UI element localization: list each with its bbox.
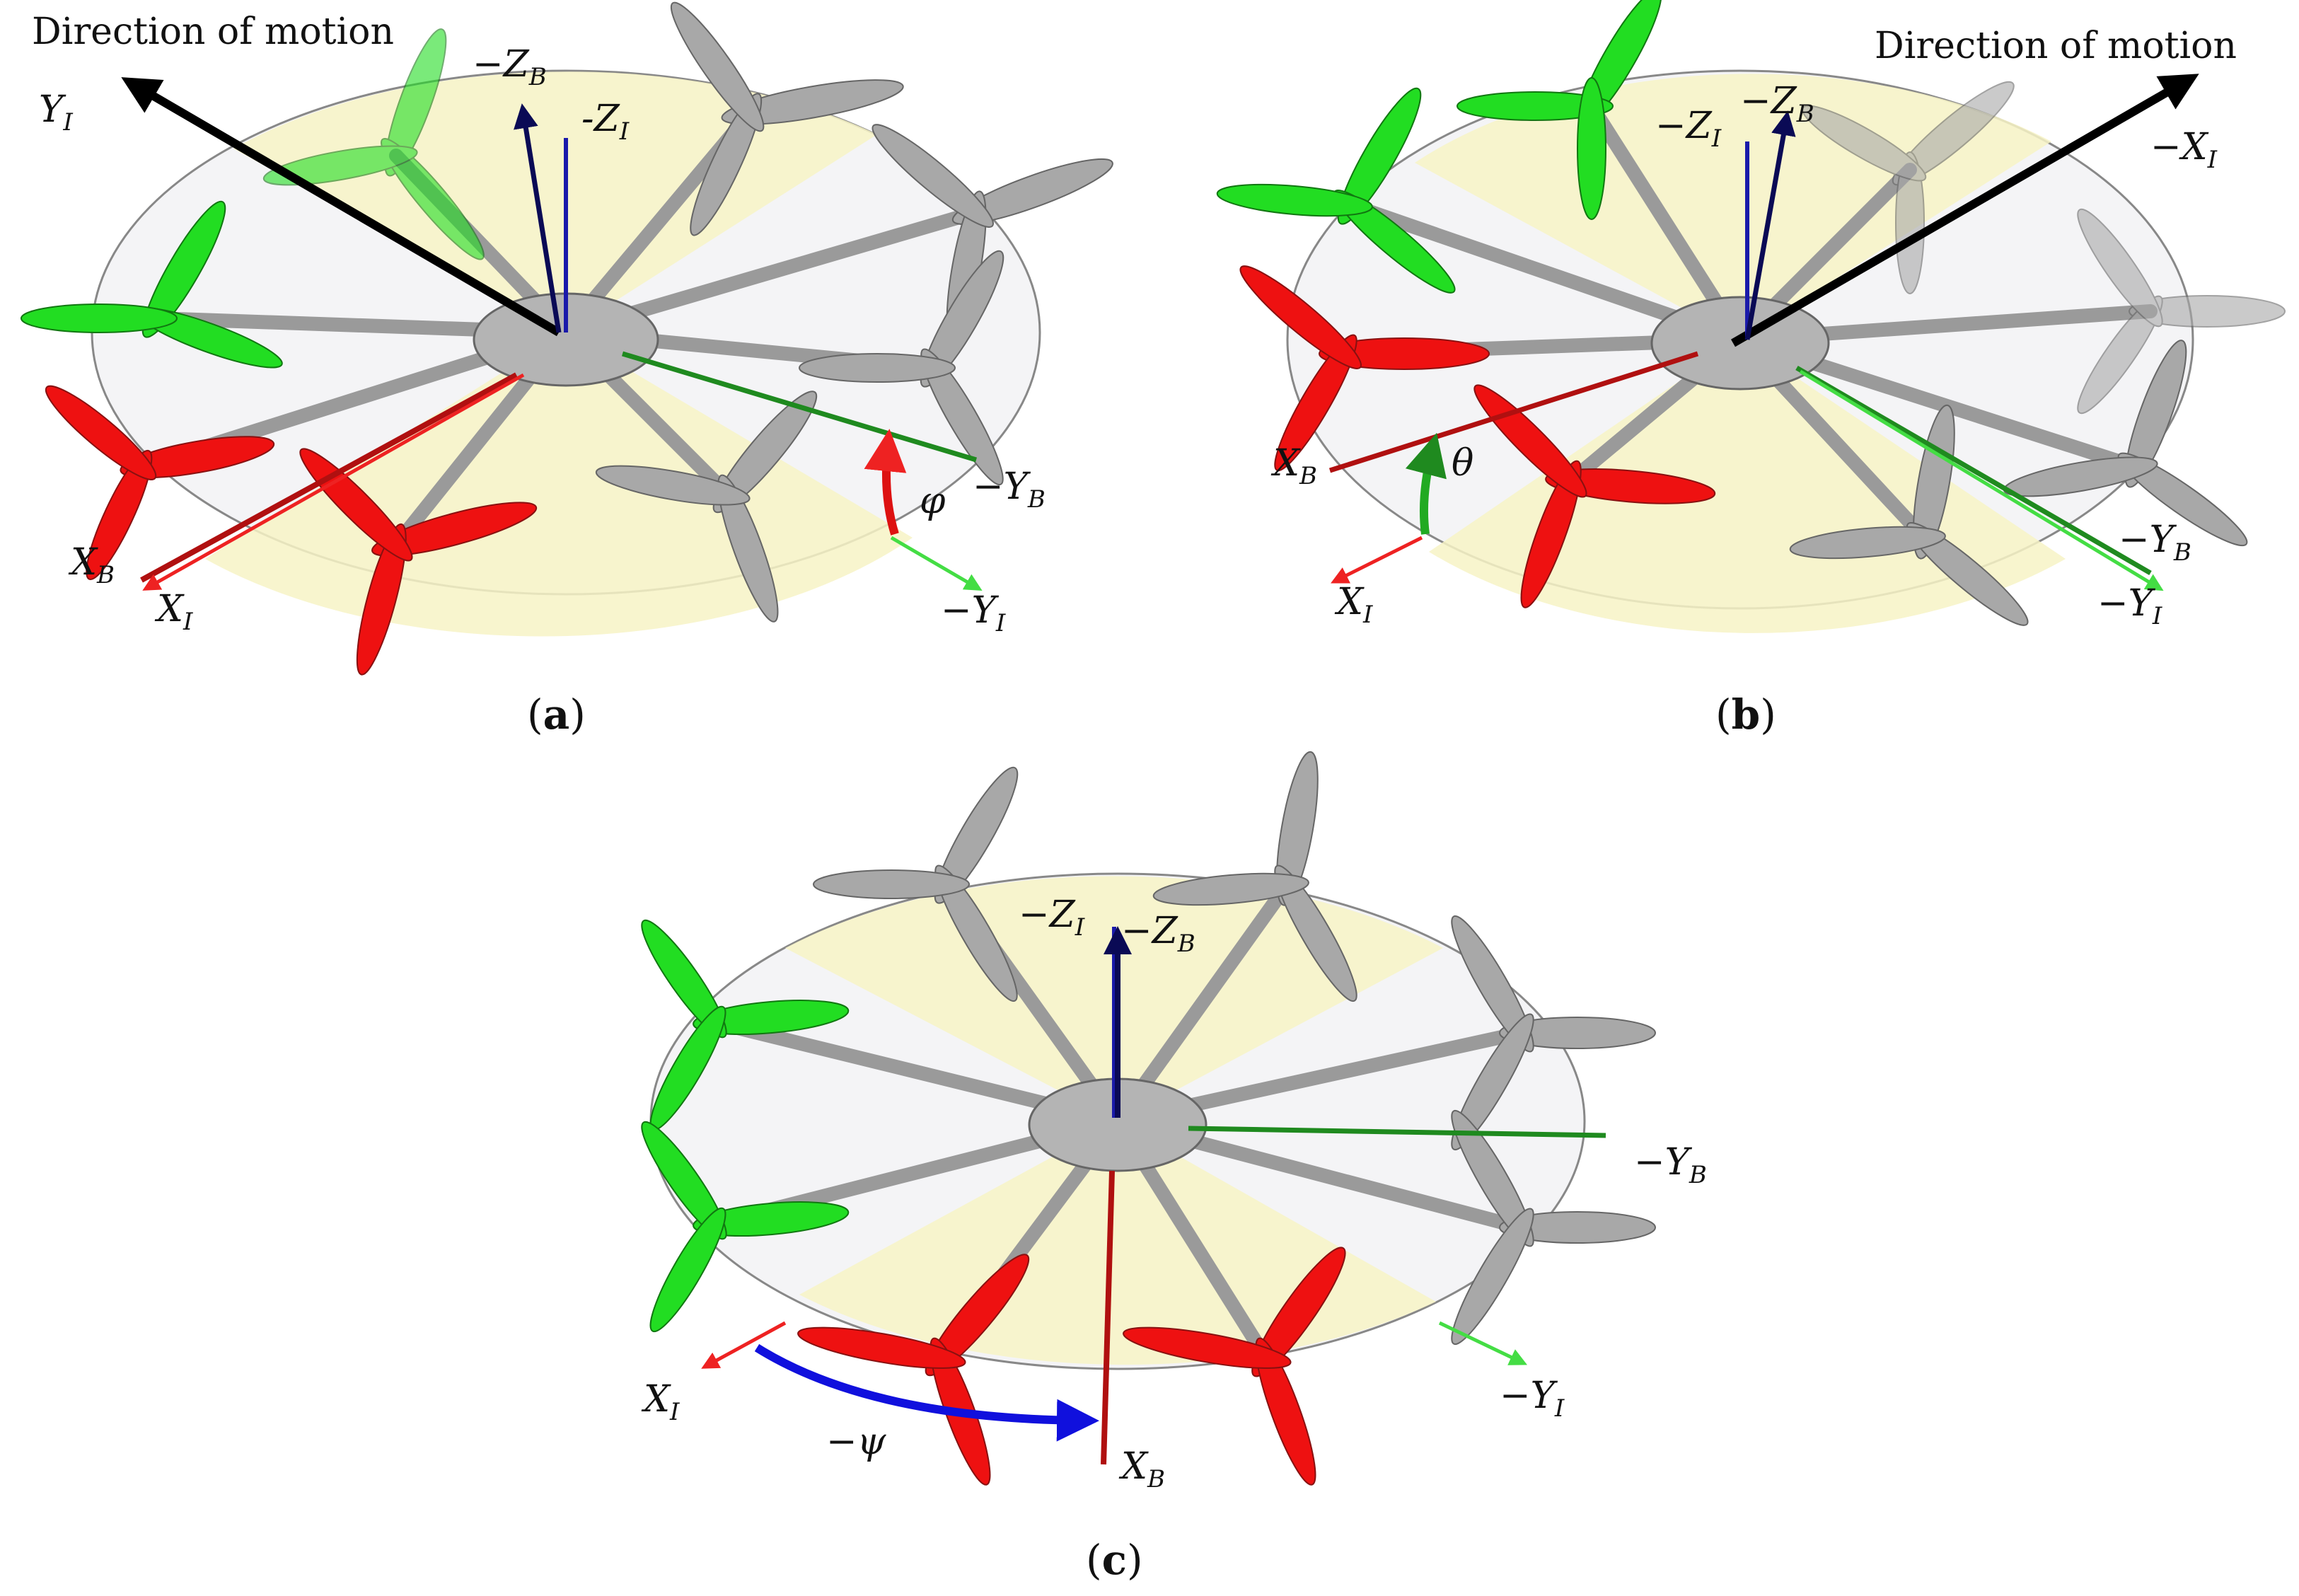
- label-xi-b: XI: [1334, 581, 1373, 629]
- green-rotors: [641, 919, 850, 1333]
- rotor-icon: [799, 250, 1004, 486]
- panel-c: −ZI −ZB −YB XI −YI −ψ XB (c): [641, 751, 1707, 1584]
- label-neg-zb-b: −ZB: [1740, 80, 1814, 128]
- disk-sector-bottom: [1429, 340, 2066, 633]
- label-neg-yi-a: −YI: [941, 589, 1006, 637]
- label-neg-yb-c: −YB: [1634, 1141, 1707, 1189]
- green-rotors: [1216, 0, 1662, 294]
- grey-rotors: [595, 1, 1113, 623]
- rotor-icon: [1152, 751, 1357, 1002]
- axis-neg-zb: [514, 103, 562, 333]
- axis-neg-yb: [1188, 1126, 1606, 1138]
- rotor-icon: [1451, 1109, 1656, 1346]
- axis-xi: [701, 1321, 787, 1369]
- label-neg-zb-a: −ZB: [473, 43, 547, 91]
- axis-neg-yi: [890, 536, 983, 591]
- label-neg-yi-b: −YI: [2097, 582, 2162, 630]
- direction-label-b: Direction of motion: [1875, 25, 2237, 67]
- theta-arc: [1405, 432, 1447, 535]
- axis-neg-yb: [1795, 365, 2152, 576]
- grey-rotors: [1789, 81, 2286, 626]
- label-neg-zi-b: −ZI: [1655, 105, 1722, 153]
- axis-xi: [142, 373, 525, 591]
- rotor-icon: [641, 1121, 850, 1333]
- label-xb-c: XB: [1118, 1445, 1165, 1493]
- label-neg-zi-c: −ZI: [1019, 894, 1085, 942]
- motion-arrow: [121, 77, 562, 337]
- label-neg-yi-c: −YI: [1500, 1375, 1565, 1423]
- rotor-icon: [2003, 340, 2248, 547]
- label-angle-theta: θ: [1452, 442, 1473, 485]
- label-neg-zi-a: -ZI: [581, 98, 630, 146]
- red-rotors: [1239, 265, 1716, 608]
- rotor-icon: [1789, 404, 2029, 626]
- label-xb-a: XB: [68, 541, 115, 589]
- label-xi-c: XI: [641, 1378, 680, 1426]
- label-neg-yb-b: −YB: [2119, 519, 2191, 567]
- caption-b: (b): [1715, 690, 1776, 739]
- label-xb-b: XB: [1270, 442, 1317, 490]
- disk-sector-top: [1415, 74, 2051, 340]
- label-xi-a: XI: [154, 588, 193, 636]
- red-rotors: [45, 385, 538, 676]
- caption-a: (a): [527, 690, 586, 739]
- axis-neg-yi: [1799, 369, 2164, 591]
- psi-arc: [754, 1343, 1099, 1442]
- label-angle-phi: φ: [920, 480, 946, 522]
- red-rotors: [797, 1247, 1346, 1486]
- label-neg-yb-a: −YB: [973, 466, 1046, 514]
- grey-rotors: [813, 751, 1656, 1346]
- axis-xb: [1101, 1170, 1115, 1465]
- axis-neg-zb: [1744, 110, 1796, 340]
- axis-neg-yi: [1438, 1321, 1528, 1365]
- direction-label-a: Direction of motion: [32, 11, 394, 53]
- rotor-icon: [813, 766, 1019, 1002]
- label-neg-xi-b: −XI: [2150, 126, 2218, 174]
- rotor-icon: [1239, 265, 1490, 472]
- rotor-icon: [21, 200, 283, 369]
- phi-arc: [864, 429, 907, 536]
- rotor-icon: [1123, 1247, 1346, 1486]
- label-angle-psi: −ψ: [826, 1421, 887, 1463]
- rotor-icon: [1801, 81, 2015, 294]
- panel-a: Direction of motion YI −ZB -ZI XB XI φ −…: [21, 1, 1113, 739]
- panel-b: Direction of motion −ZI −ZB −XI XB θ XI …: [1216, 0, 2286, 739]
- rotor-icon: [670, 1, 904, 236]
- caption-c: (c): [1086, 1536, 1143, 1584]
- green-rotors: [21, 28, 485, 369]
- rotor-icon: [1451, 915, 1656, 1151]
- axis-xb: [140, 372, 518, 583]
- label-yi-a: YI: [39, 88, 73, 137]
- axis-xb: [1328, 351, 1699, 473]
- axis-neg-yb: [621, 351, 978, 463]
- disk-sector-bottom: [799, 1121, 1436, 1365]
- rotor-icon: [262, 28, 485, 260]
- rotor-icon: [595, 391, 818, 623]
- label-neg-zb-c: −ZB: [1121, 910, 1195, 958]
- rotor-icon: [641, 919, 850, 1131]
- rotor-icon: [797, 1254, 1030, 1486]
- axis-xi: [1331, 536, 1423, 584]
- motion-arrow: [1730, 74, 2199, 347]
- rotor-icon: [1216, 87, 1456, 294]
- rotor-icon: [45, 385, 275, 580]
- rotor-icon: [1473, 384, 1716, 608]
- rotor-icon: [2077, 208, 2286, 415]
- rotor-icon: [1457, 0, 1662, 220]
